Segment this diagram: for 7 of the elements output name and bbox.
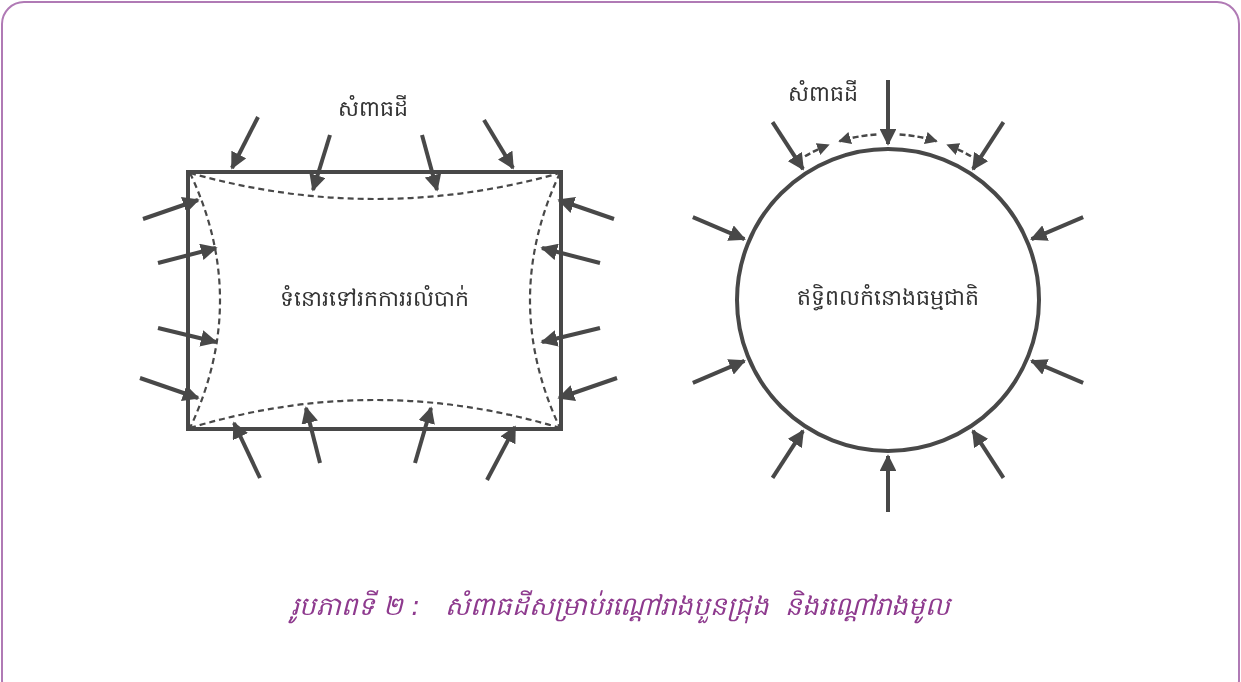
pressure-label: សំពាធដី bbox=[788, 80, 858, 108]
shape-label: ឥទ្ធិពលកំនោងធម្មជាតិ bbox=[796, 284, 980, 313]
figure-caption: រូបភាពទី ២ : សំពាធដីសម្រាប់រណ្ដៅរាងបួនជ្រុង និងរណ្ដៅរាងមូល bbox=[0, 590, 1241, 628]
shaft-circle bbox=[735, 147, 1041, 453]
shape-label: ទំនោរទៅរកការរលំបាក់ bbox=[279, 284, 470, 313]
shaft-rectangle bbox=[186, 170, 563, 431]
pressure-label: សំពាធដី bbox=[338, 95, 408, 123]
